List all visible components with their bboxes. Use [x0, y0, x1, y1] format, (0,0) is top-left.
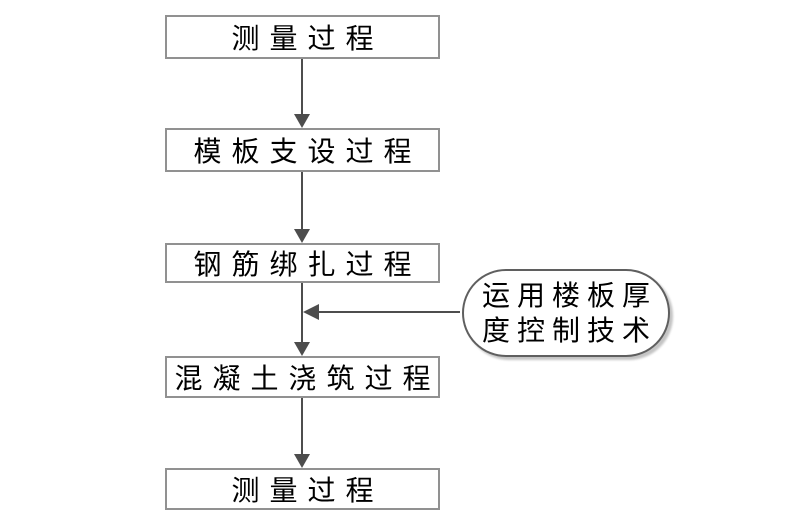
node-rebar-binding: 钢筋绑扎过程	[165, 243, 440, 283]
arrow-step3-step4-head	[294, 342, 310, 356]
annotation-arrow-line	[318, 311, 460, 313]
node-measurement-top: 测量过程	[165, 15, 440, 59]
node-label: 模板支设过程	[193, 136, 422, 167]
arrow-step2-step3-head	[294, 229, 310, 243]
node-label: 测量过程	[231, 23, 384, 54]
arrow-step1-step2-line	[301, 59, 303, 115]
node-concrete-pouring: 混凝土浇筑过程	[165, 356, 440, 398]
node-formwork-erection: 模板支设过程	[165, 128, 440, 172]
arrow-step1-step2-head	[294, 114, 310, 128]
node-label: 测量过程	[231, 475, 384, 506]
arrow-step4-step5-head	[294, 454, 310, 468]
node-label: 钢筋绑扎过程	[193, 249, 422, 280]
arrow-step4-step5-line	[301, 398, 303, 454]
annotation-text-line2: 度控制技术	[481, 315, 657, 346]
node-label: 混凝土浇筑过程	[174, 363, 441, 394]
arrow-step2-step3-line	[301, 172, 303, 230]
annotation-text: 运用楼板厚 度控制技术	[475, 278, 657, 348]
annotation-slab-thickness-technique: 运用楼板厚 度控制技术	[462, 269, 670, 357]
node-measurement-bottom: 测量过程	[165, 468, 440, 510]
annotation-arrow-head	[303, 304, 319, 320]
annotation-text-line1: 运用楼板厚	[481, 280, 657, 311]
arrow-step3-step4-line	[301, 283, 303, 343]
